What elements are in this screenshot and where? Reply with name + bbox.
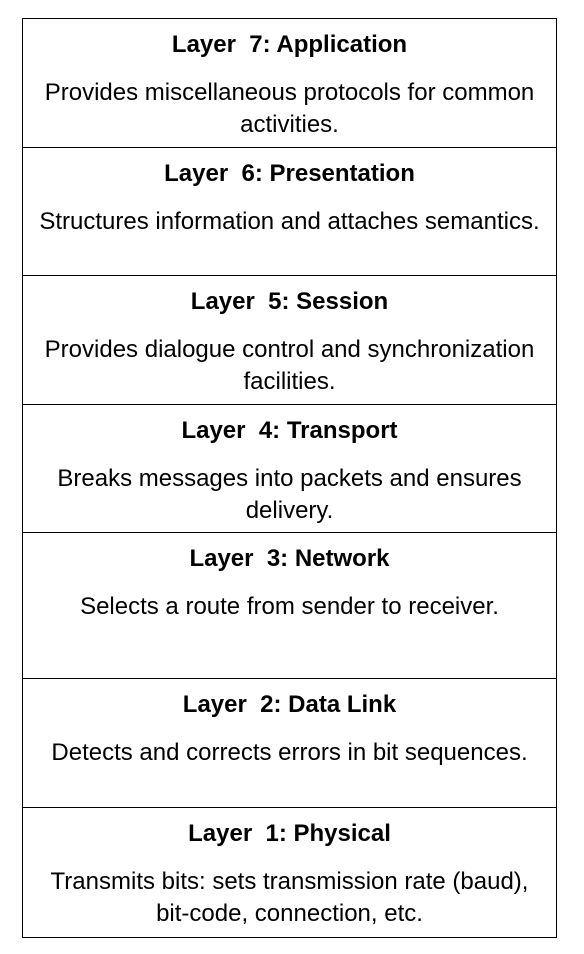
layer-description: Structures information and attaches sema… (39, 208, 540, 235)
layer-1-physical: Layer 1: Physical Transmits bits: sets t… (23, 808, 556, 937)
layer-description: Detects and corrects errors in bit seque… (51, 739, 528, 766)
layer-title: Layer 5: Session (190, 288, 389, 315)
layer-4-transport: Layer 4: Transport Breaks messages into … (23, 405, 556, 533)
layer-description: Provides dialogue control and synchroniz… (44, 336, 535, 395)
layer-title: Layer 4: Transport (181, 417, 398, 444)
layer-title: Layer 1: Physical (188, 820, 391, 847)
layer-title: Layer 6: Presentation (164, 160, 415, 187)
layer-2-data-link: Layer 2: Data Link Detects and corrects … (23, 679, 556, 808)
layer-title: Layer 7: Application (171, 31, 408, 58)
layer-title: Layer 2: Data Link (182, 691, 397, 718)
layer-description: Provides miscellaneous protocols for com… (44, 79, 535, 138)
layer-description: Transmits bits: sets transmission rate (… (50, 868, 529, 927)
layer-title: Layer 3: Network (189, 545, 390, 572)
layer-6-presentation: Layer 6: Presentation Structures informa… (23, 148, 556, 276)
layer-3-network: Layer 3: Network Selects a route from se… (23, 533, 556, 679)
layer-description: Selects a route from sender to receiver. (80, 593, 499, 620)
layer-5-session: Layer 5: Session Provides dialogue contr… (23, 276, 556, 405)
layer-7-application: Layer 7: Application Provides miscellane… (23, 19, 556, 148)
layer-description: Breaks messages into packets and ensures… (57, 465, 522, 524)
osi-layer-stack: Layer 7: Application Provides miscellane… (22, 18, 557, 938)
